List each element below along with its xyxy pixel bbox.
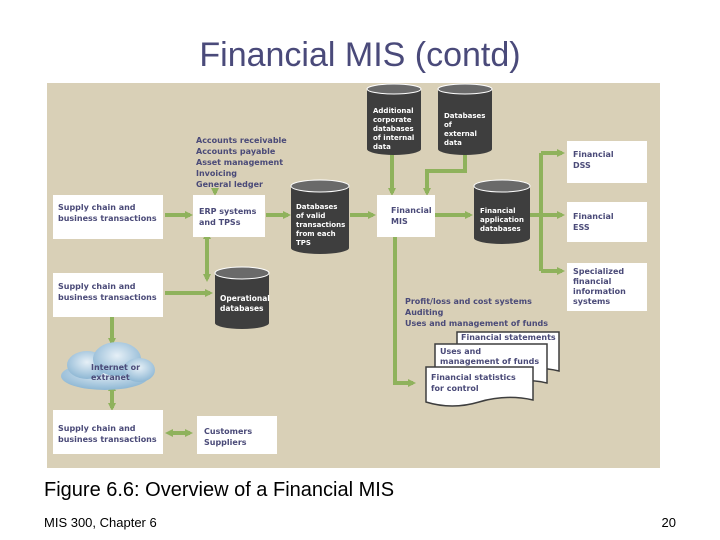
mis-line-2: MIS [391, 217, 408, 226]
supply-chain-2-line-1: Supply chain and [58, 282, 136, 291]
figure-caption: Figure 6.6: Overview of a Financial MIS [44, 479, 395, 501]
app-db-line-3: databases [480, 225, 521, 233]
dss-line-2: DSS [573, 161, 591, 170]
erp-line-2: and TPSs [199, 218, 241, 227]
customers-line-2: Suppliers [204, 438, 247, 447]
ess-line-1: Financial [573, 212, 614, 221]
external-db-line-2: of [444, 121, 453, 129]
operational-line-1: Operational [220, 294, 270, 303]
tps-function-3: Asset management [196, 158, 283, 167]
tps-function-1: Accounts receivable [196, 136, 287, 145]
additional-databases-cylinder [366, 83, 422, 155]
specialized-line-3: information [573, 287, 626, 296]
customers-box [197, 416, 277, 454]
supply-chain-3-line-1: Supply chain and [58, 424, 136, 433]
specialized-line-4: systems [573, 297, 610, 306]
report-1-line-1: Financial statements [461, 333, 556, 342]
erp-box [193, 195, 265, 237]
supply-chain-2-line-2: business transactions [58, 293, 157, 302]
mis-function-2: Auditing [405, 308, 444, 317]
additional-db-line-4: of internal [373, 134, 414, 142]
app-db-line-2: application [480, 216, 524, 224]
supply-chain-box-2 [53, 273, 163, 317]
specialized-line-1: Specialized [573, 267, 624, 276]
slide-title: Financial MIS (contd) [199, 36, 521, 74]
internet-line-2: extranet [91, 373, 130, 382]
supply-chain-box-3 [53, 410, 163, 454]
report-3-line-1: Financial statistics [431, 373, 516, 382]
external-db-line-3: external [444, 130, 477, 138]
external-databases-cylinder [437, 83, 493, 155]
svg-text:Profit/loss and cost systems: Profit/loss and cost systems Auditing Us… [405, 297, 548, 328]
erp-line-1: ERP systems [199, 207, 257, 216]
tps-function-4: Invoicing [196, 169, 237, 178]
supply-chain-1-line-1: Supply chain and [58, 203, 136, 212]
external-db-line-1: Databases [444, 112, 485, 120]
operational-databases-cylinder [214, 266, 270, 329]
customers-line-1: Customers [204, 427, 252, 436]
valid-db-line-2: of valid [296, 212, 325, 220]
svg-text:Specialized financial: Specialized financial information system… [573, 267, 629, 306]
tps-function-5: General ledger [196, 180, 263, 189]
svg-text:Financial application: Financial application databases [480, 207, 526, 233]
valid-transactions-db-cylinder [290, 179, 350, 254]
svg-text:Financial statements: Financial statements [461, 333, 556, 342]
supply-chain-box-1 [53, 195, 163, 239]
additional-db-line-1: Additional [373, 107, 414, 115]
svg-text:Accounts receivable Accoun: Accounts receivable Accounts payable Ass… [196, 136, 290, 189]
external-db-line-4: data [444, 139, 462, 147]
internet-cloud-icon [61, 342, 155, 390]
financial-mis-diagram: Supply chain and business transactions Su… [47, 83, 660, 468]
financial-dss-box [567, 141, 647, 183]
tps-function-2: Accounts payable [196, 147, 276, 156]
operational-line-2: databases [220, 304, 264, 313]
report-3-line-2: for control [431, 384, 479, 393]
page-number: 20 [661, 515, 676, 530]
additional-db-line-2: corporate [373, 116, 412, 124]
supply-chain-1-line-2: business transactions [58, 214, 157, 223]
financial-mis-box [377, 195, 435, 237]
specialized-box [567, 263, 647, 311]
financial-application-db-cylinder [473, 179, 531, 244]
internet-line-1: Internet or [91, 363, 140, 372]
report-2-line-1: Uses and [440, 347, 481, 356]
dss-line-1: Financial [573, 150, 614, 159]
additional-db-line-3: databases [373, 125, 414, 133]
svg-text:Databases of external: Databases of external data [444, 112, 488, 147]
specialized-line-2: financial [573, 277, 612, 286]
mis-line-1: Financial [391, 206, 432, 215]
svg-text:Additional corporate d: Additional corporate databases of intern… [373, 107, 417, 151]
footer-course: MIS 300, Chapter 6 [44, 515, 157, 530]
svg-text:Databases of valid tra: Databases of valid transactions from eac… [296, 203, 348, 247]
financial-ess-box [567, 202, 647, 242]
report-2-line-2: management of funds [440, 357, 539, 366]
additional-db-line-5: data [373, 143, 391, 151]
app-db-line-1: Financial [480, 207, 516, 215]
valid-db-line-1: Databases [296, 203, 337, 211]
financial-statistics-report [425, 366, 534, 407]
valid-db-line-4: from each [296, 230, 336, 238]
mis-function-1: Profit/loss and cost systems [405, 297, 532, 306]
mis-function-3: Uses and management of funds [405, 319, 548, 328]
supply-chain-3-line-2: business transactions [58, 435, 157, 444]
valid-db-line-3: transactions [296, 221, 345, 229]
ess-line-2: ESS [573, 223, 590, 232]
valid-db-line-5: TPS [296, 239, 311, 247]
